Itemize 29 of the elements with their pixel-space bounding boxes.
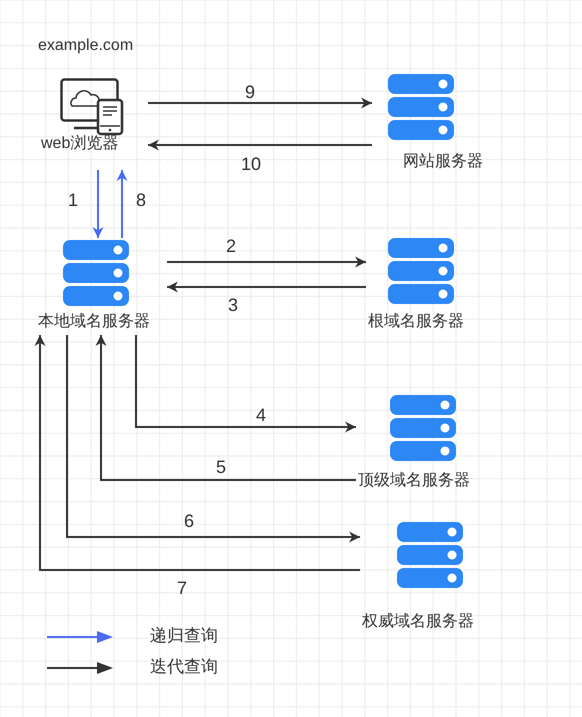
server-name: 权威域名服务器 <box>362 612 474 632</box>
arrow <box>148 98 372 108</box>
legend-label: 递归查询 <box>150 626 218 646</box>
arrow <box>116 170 128 238</box>
server-name: 网站服务器 <box>403 152 483 172</box>
step-number: 10 <box>241 154 262 174</box>
server-name: 本地域名服务器 <box>38 312 150 332</box>
server-name: 根域名服务器 <box>368 312 464 332</box>
step-number: 3 <box>228 295 238 315</box>
step-number: 4 <box>256 405 266 425</box>
server-name: 顶级域名服务器 <box>358 471 470 491</box>
arrow <box>167 282 366 292</box>
step-number: 2 <box>226 236 236 256</box>
step-number: 5 <box>216 457 226 477</box>
step-number: 8 <box>136 190 146 210</box>
step-number: 9 <box>245 82 256 102</box>
arrow <box>34 335 360 571</box>
step-number: 6 <box>184 511 194 531</box>
browser-name: web浏览器 <box>41 134 118 154</box>
arrow <box>167 256 366 268</box>
domain-label: example.com <box>38 36 134 56</box>
arrow <box>96 335 356 481</box>
arrow <box>92 170 104 238</box>
arrow <box>148 140 372 150</box>
step-number: 1 <box>68 190 78 210</box>
legend-label: 迭代查询 <box>150 657 218 677</box>
step-number: 7 <box>177 578 188 598</box>
arrow <box>135 335 356 432</box>
arrow <box>66 335 360 542</box>
